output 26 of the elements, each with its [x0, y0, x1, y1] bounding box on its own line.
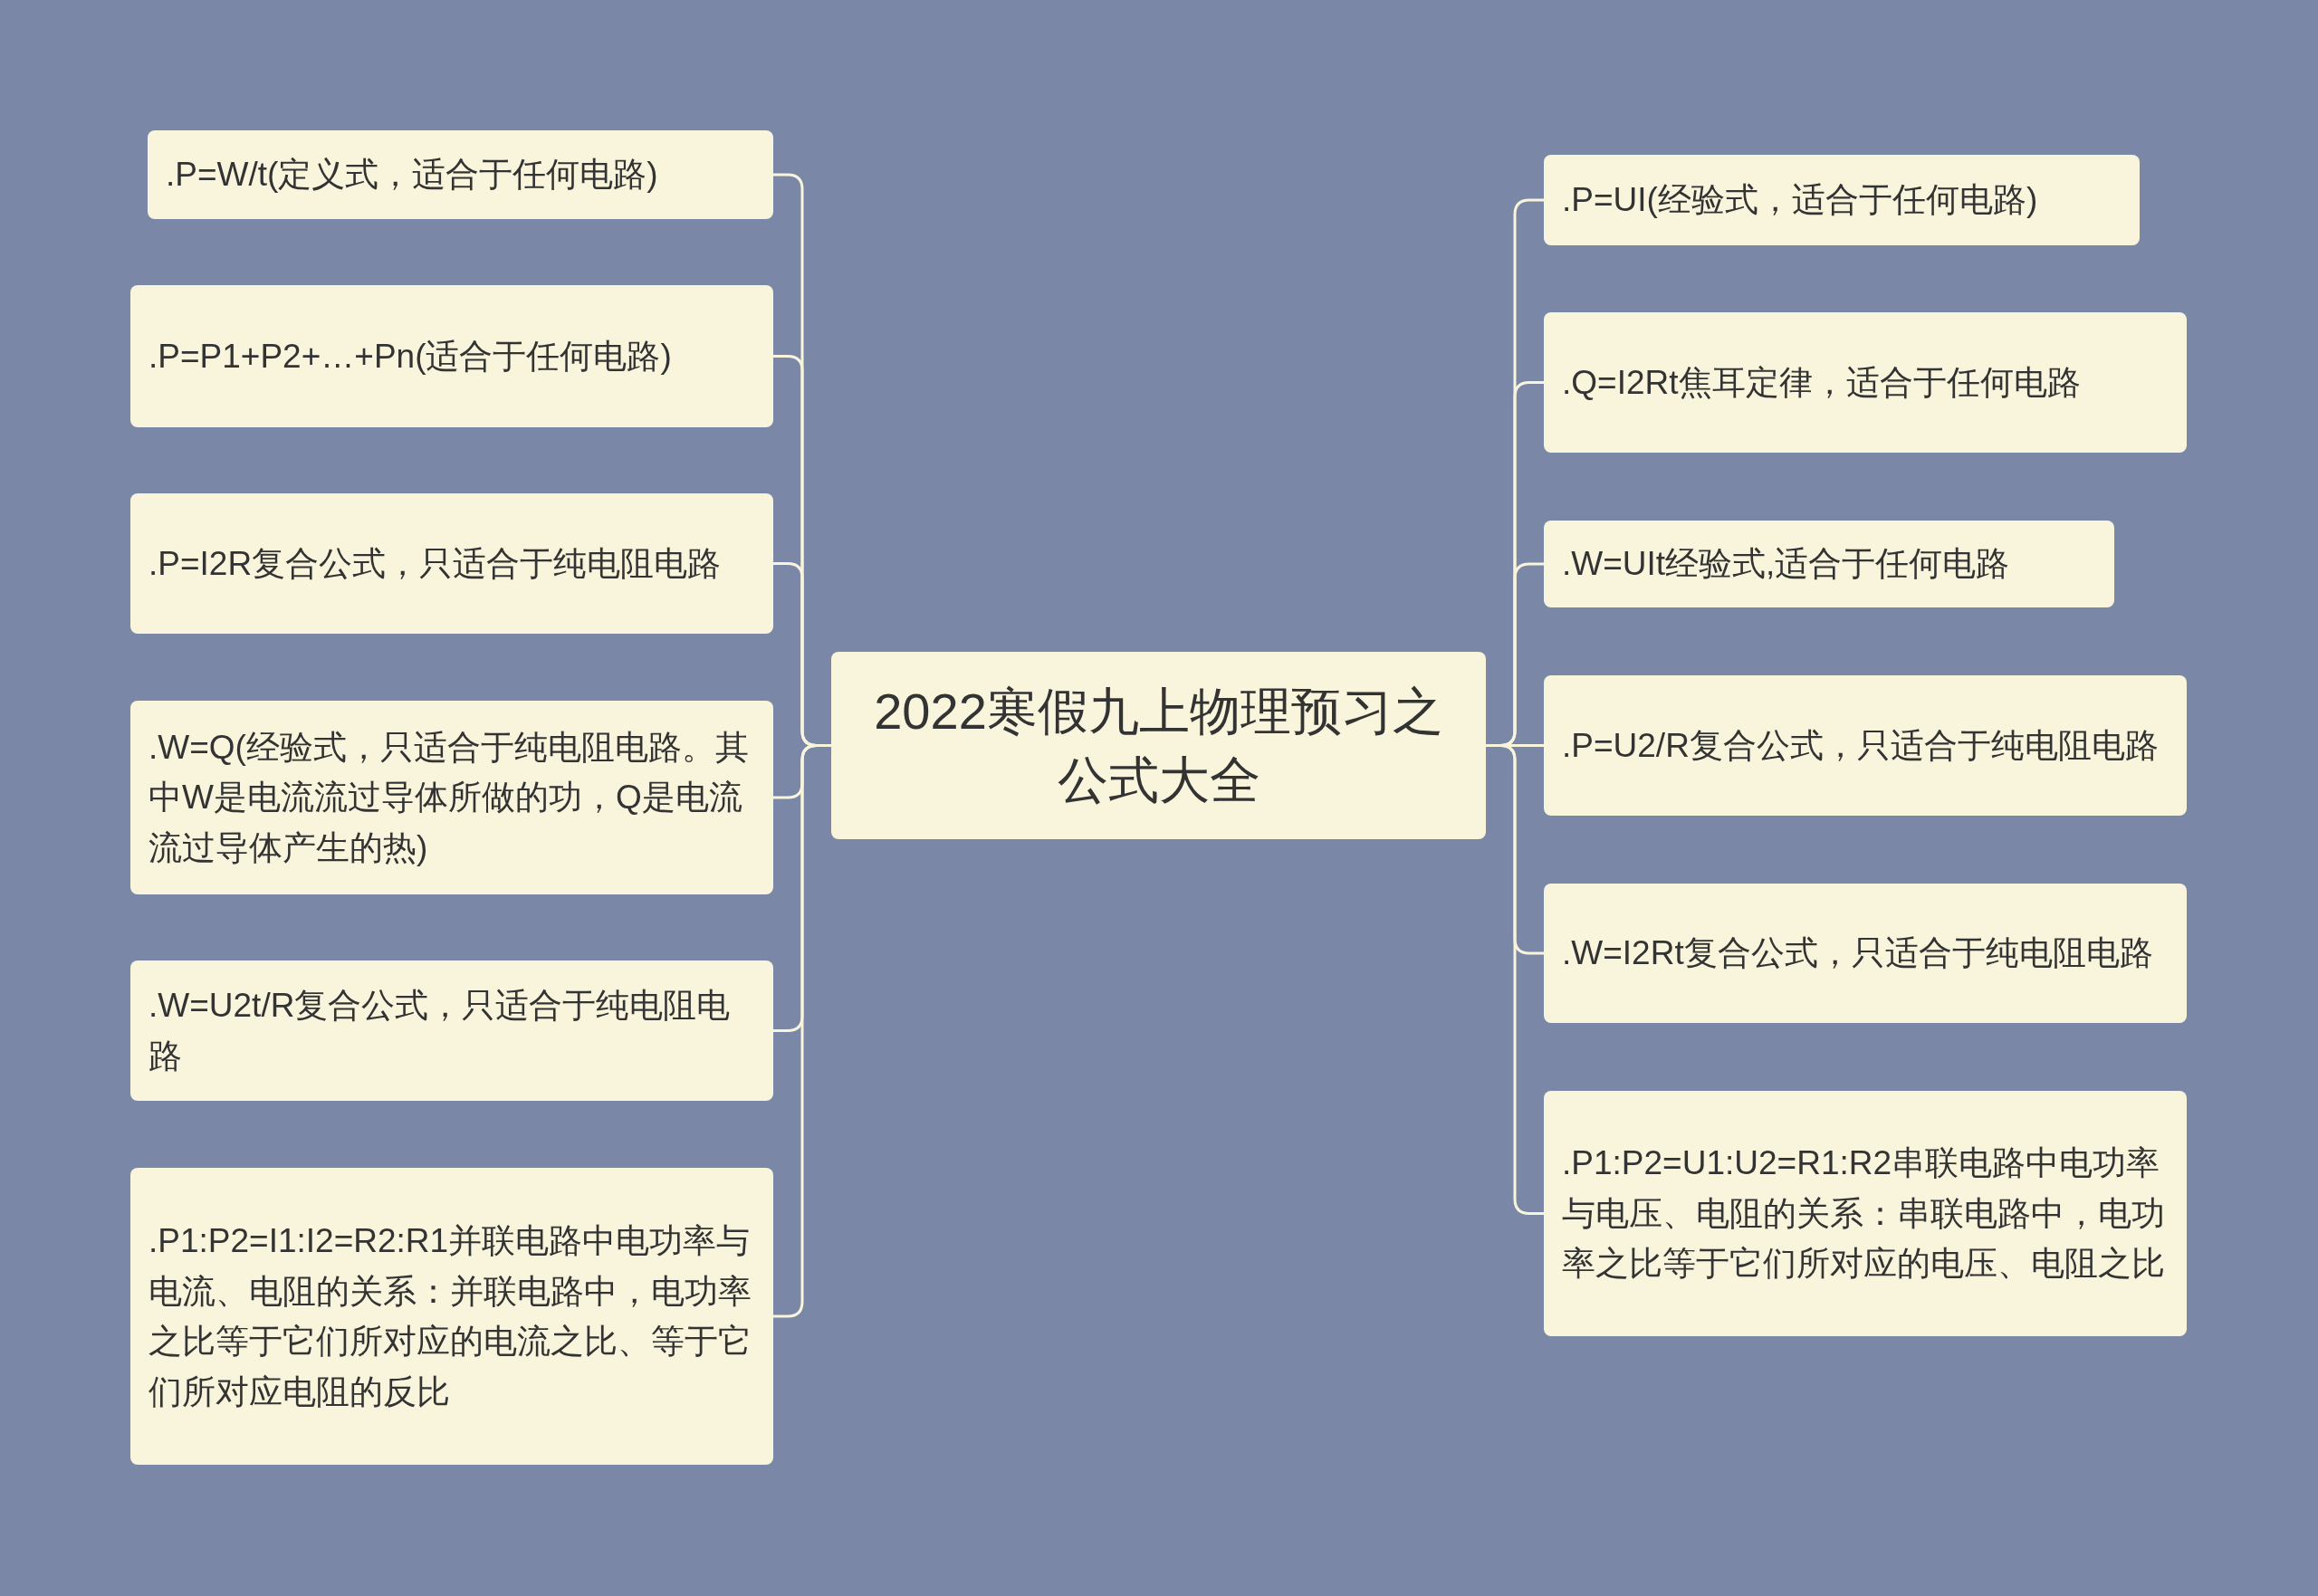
topic-text: 2022寒假九上物理预习之公式大全: [873, 681, 1444, 810]
subtopic-box: [130, 960, 773, 1101]
subtopic-box: [1544, 675, 2187, 816]
formula-text: .P=I2R复合公式，只适合于纯电阻电路: [148, 543, 723, 584]
formula-text: .P=P1+P2+…+Pn(适合于任何电路): [148, 336, 673, 377]
subtopic-box: [1544, 1091, 2187, 1336]
formula-text: .W=UIt经验式,适合于任何电路: [1562, 544, 2011, 585]
formula-text: .P1:P2=U1:U2=R1:R2串联电路中电功率与电压、电阻的关系：串联电路中，电功率之比等于它们所对应的电压、电阻之比: [1562, 1143, 2166, 1285]
subtopic-box: [148, 130, 773, 219]
formula-text: .P=U2/R复合公式，只适合于纯电阻电路: [1562, 725, 2160, 766]
subtopic-box: [130, 285, 773, 427]
subtopic-box: [1544, 884, 2187, 1023]
subtopic-box: [130, 1168, 773, 1465]
formula-text: .W=U2t/R复合公式，只适合于纯电阻电路: [148, 986, 732, 1076]
subtopic-box: [130, 493, 773, 634]
subtopic-box: [1544, 312, 2187, 453]
formula-text: .P=UI(经验式，适合于任何电路): [1562, 180, 2039, 221]
subtopic-box: [1544, 521, 2114, 607]
subtopic-box: [130, 701, 773, 894]
formula-text: .W=I2Rt复合公式，只适合于纯电阻电路: [1562, 933, 2154, 974]
subtopic-box: [1544, 155, 2140, 245]
formula-text: .Q=I2Rt焦耳定律，适合于任何电路: [1562, 362, 2082, 403]
formula-text: .P=W/t(定义式，适合于任何电路): [166, 155, 659, 196]
formula-text: .P1:P2=I1:I2=R2:R1并联电路中电功率与电流、电阻的关系：并联电路中，电功率之比等于它们所对应的电流之比、等于它们所对应电阻的反比: [148, 1221, 752, 1412]
topic-box: [831, 652, 1486, 839]
formula-text: .W=Q(经验式，只适合于纯电阻电路。其中W是电流流过导体所做的功，Q是电流流过导体产生的热): [148, 727, 750, 868]
